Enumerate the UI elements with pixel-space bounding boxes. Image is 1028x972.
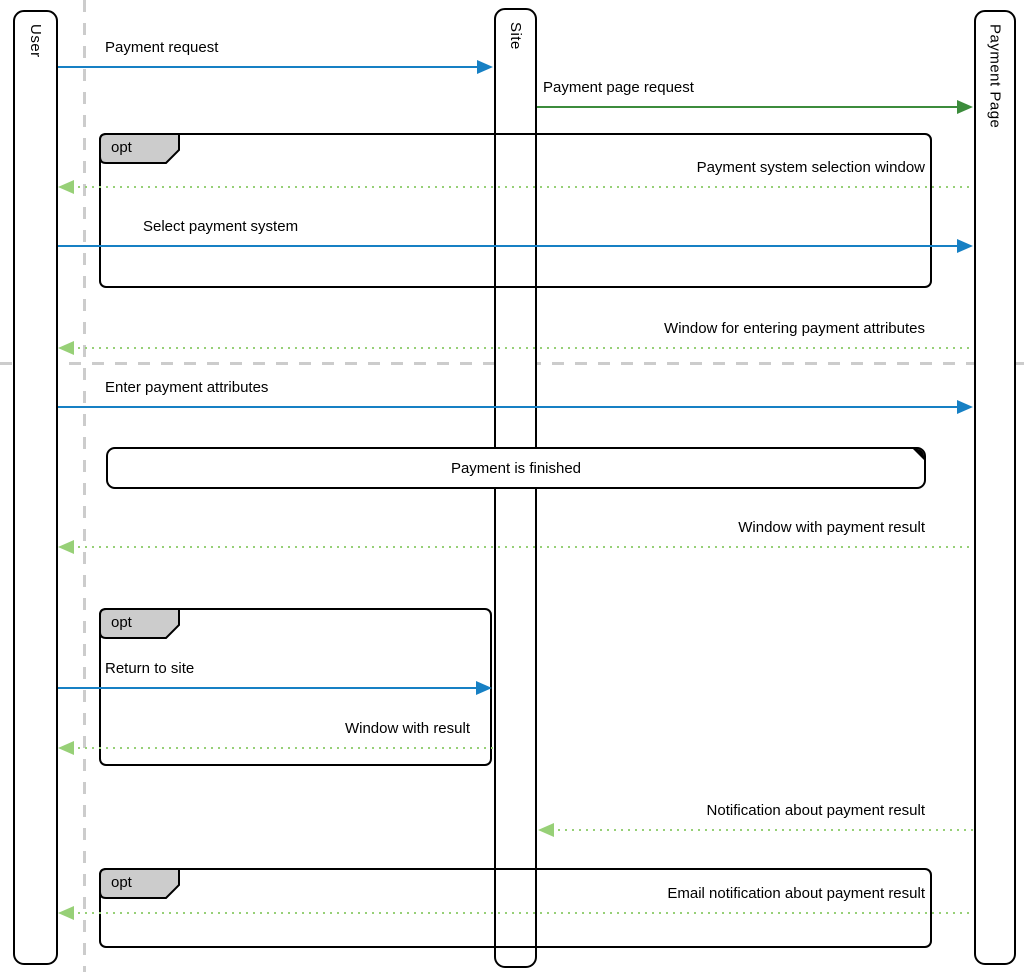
message-arrowhead-icon: [957, 400, 973, 414]
message-label: Window with result: [344, 720, 470, 737]
message-arrowhead-icon: [58, 906, 74, 920]
message-line[interactable]: [71, 186, 973, 188]
message-arrowhead-icon: [58, 180, 74, 194]
opt-tab-shape: [99, 608, 180, 639]
message-arrowhead-icon: [58, 540, 74, 554]
message-label: Email notification about payment result: [667, 885, 925, 902]
message-arrowhead-icon: [957, 100, 973, 114]
note-payment-finished[interactable]: Payment is finished: [106, 447, 926, 489]
page-break-line-vertical: [83, 0, 86, 972]
message-arrowhead-icon: [58, 341, 74, 355]
opt-fragment-label: opt: [111, 614, 132, 631]
message-arrowhead-icon: [538, 823, 554, 837]
message-label: Payment request: [105, 39, 219, 56]
opt-fragment-label: opt: [111, 874, 132, 891]
message-line[interactable]: [537, 106, 960, 108]
lifeline-label: User: [27, 24, 44, 58]
message-arrowhead-icon: [477, 60, 493, 74]
lifeline-label: Payment Page: [986, 24, 1004, 129]
lifeline-label: Site: [507, 22, 524, 50]
message-label: Return to site: [105, 660, 195, 677]
lifeline-user[interactable]: User: [13, 10, 58, 965]
message-line[interactable]: [71, 546, 973, 548]
message-line[interactable]: [71, 912, 973, 914]
opt-fragment[interactable]: opt: [99, 868, 932, 948]
message-label: Notification about payment result: [706, 802, 925, 819]
message-line[interactable]: [58, 245, 960, 247]
message-label: Payment page request: [543, 79, 694, 96]
opt-fragment-label: opt: [111, 139, 132, 156]
opt-tab-shape: [99, 868, 180, 899]
message-label: Select payment system: [143, 218, 299, 235]
note-fold-corner-icon: [913, 449, 924, 460]
message-arrowhead-icon: [476, 681, 492, 695]
message-line[interactable]: [71, 347, 973, 349]
note-label: Payment is finished: [450, 459, 582, 477]
message-line[interactable]: [58, 66, 480, 68]
opt-fragment[interactable]: opt: [99, 133, 932, 288]
message-arrowhead-icon: [58, 741, 74, 755]
message-label: Window with payment result: [738, 519, 925, 536]
message-arrowhead-icon: [957, 239, 973, 253]
lifeline-payment-page[interactable]: Payment Page: [974, 10, 1016, 965]
message-line[interactable]: [71, 747, 493, 749]
message-label: Enter payment attributes: [105, 379, 269, 396]
opt-tab-shape: [99, 133, 180, 164]
message-line[interactable]: [551, 829, 973, 831]
message-line[interactable]: [58, 406, 960, 408]
message-label: Window for entering payment attributes: [664, 320, 925, 337]
message-label: Payment system selection window: [696, 159, 925, 176]
message-line[interactable]: [58, 687, 479, 689]
